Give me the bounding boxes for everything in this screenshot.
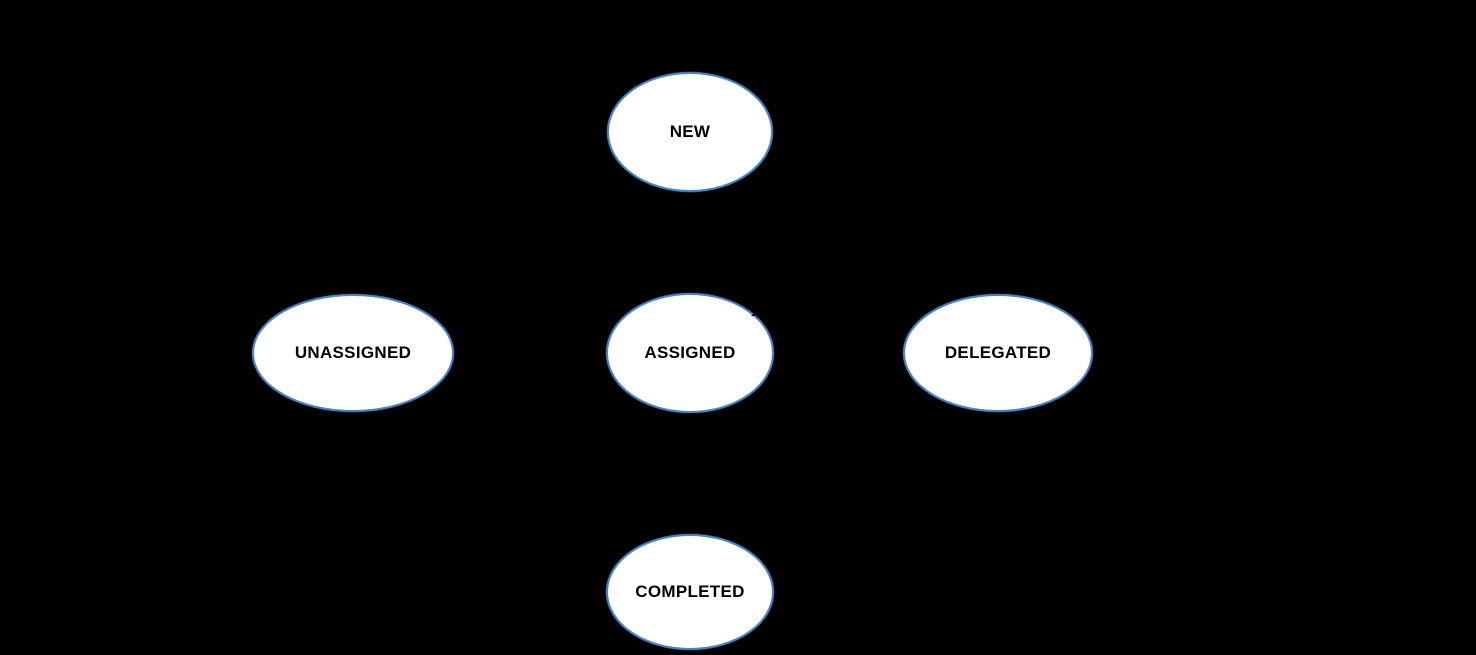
state-label-completed: COMPLETED — [635, 582, 745, 601]
state-label-delegated: DELEGATED — [944, 343, 1052, 362]
state-label-unassigned: UNASSIGNED — [294, 343, 412, 362]
state-label-new: NEW — [669, 122, 711, 141]
arrowhead-artifact-icon — [602, 127, 607, 137]
arrowhead-artifact-icon — [751, 306, 762, 316]
state-node-assigned: ASSIGNED — [606, 293, 774, 413]
state-node-new: NEW — [607, 72, 773, 192]
state-label-assigned: ASSIGNED — [644, 343, 736, 362]
state-node-completed: COMPLETED — [606, 534, 774, 650]
state-node-delegated: DELEGATED — [903, 294, 1093, 412]
state-node-unassigned: UNASSIGNED — [252, 294, 454, 412]
